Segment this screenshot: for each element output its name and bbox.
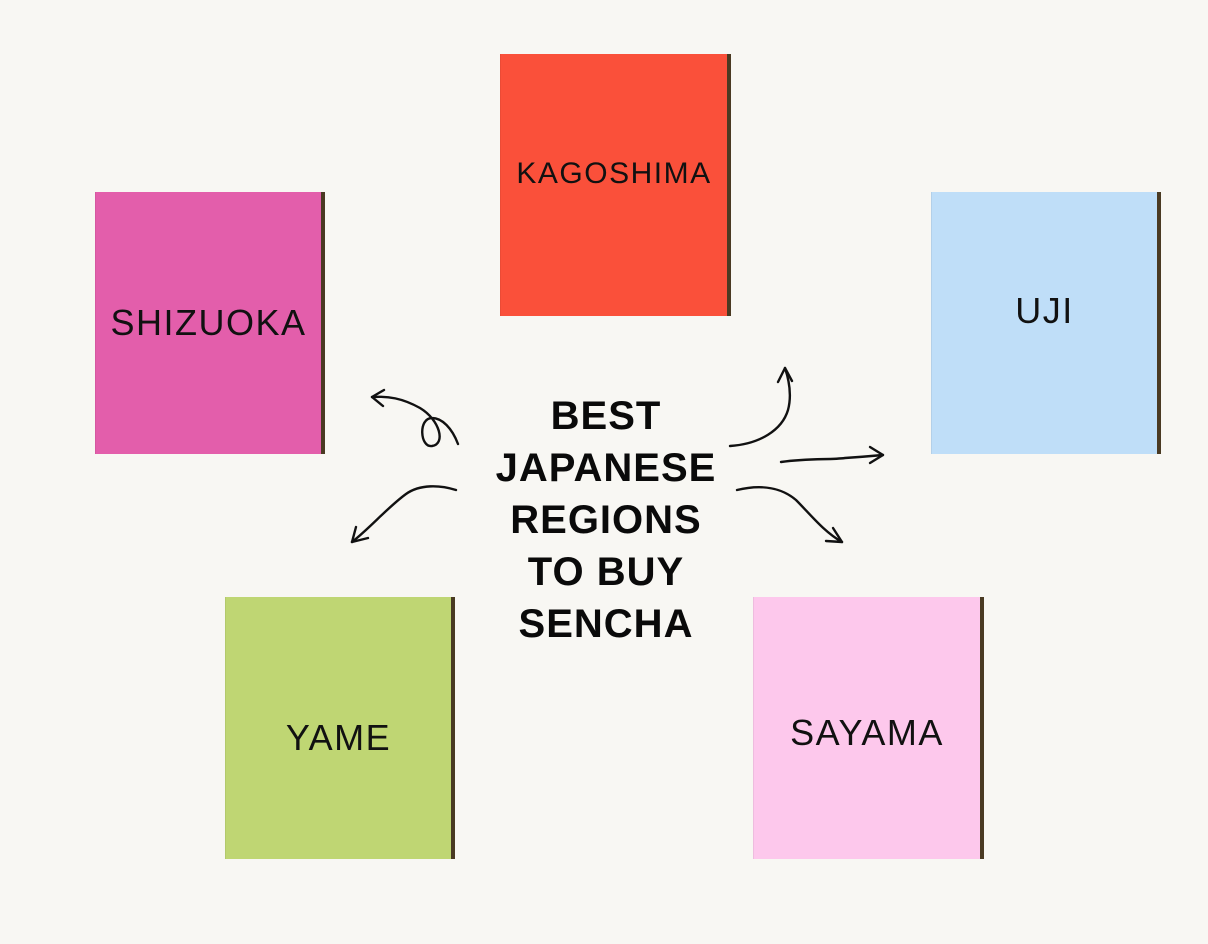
- arrow-shaft: [370, 395, 460, 448]
- title-line: JAPANESE: [495, 446, 717, 490]
- region-box-shizuoka: SHIZUOKA: [95, 192, 325, 454]
- region-label-kagoshima: KAGOSHIMA: [516, 157, 712, 190]
- arrowhead: [776, 366, 794, 384]
- arrow-shaft: [350, 485, 458, 544]
- region-label-shizuoka: SHIZUOKA: [110, 302, 307, 343]
- title-line: SENCHA: [518, 602, 694, 646]
- title-line: BEST: [550, 394, 662, 438]
- arrow-to-uji: [779, 445, 885, 465]
- title-line: TO BUY: [527, 550, 685, 594]
- arrow-to-yame: [350, 485, 458, 544]
- arrow-shaft: [735, 486, 844, 544]
- arrowhead: [868, 445, 885, 465]
- center-title: BEST JAPANESE REGIONS TO BUY SENCHA: [470, 390, 742, 650]
- arrowhead: [824, 526, 844, 544]
- arrow-to-sayama: [735, 486, 844, 544]
- arrow-shaft: [779, 453, 885, 464]
- region-box-uji: UJI: [931, 192, 1161, 454]
- region-box-kagoshima: KAGOSHIMA: [500, 54, 731, 316]
- region-box-sayama: SAYAMA: [753, 597, 984, 859]
- region-box-yame: YAME: [225, 597, 455, 859]
- region-label-sayama: SAYAMA: [790, 712, 944, 753]
- arrowhead: [350, 525, 370, 544]
- arrow-to-shizuoka: [370, 388, 460, 448]
- arrowhead: [370, 388, 386, 408]
- region-label-uji: UJI: [1015, 290, 1074, 331]
- title-line: REGIONS: [510, 498, 702, 542]
- region-label-yame: YAME: [285, 717, 392, 758]
